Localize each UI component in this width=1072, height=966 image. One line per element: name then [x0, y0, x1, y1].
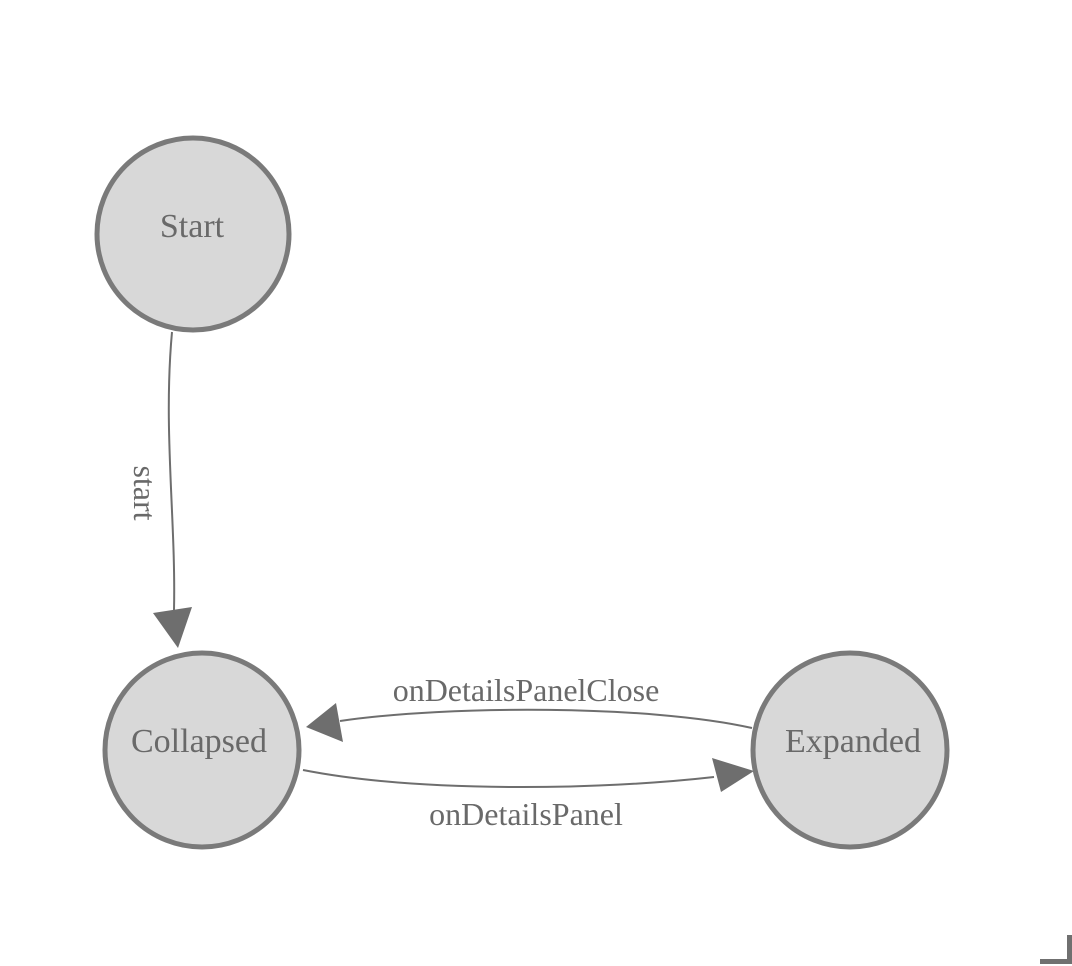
state-circle[interactable]: [750, 650, 950, 850]
edge-label-start: start: [127, 465, 163, 520]
state-circle[interactable]: [102, 650, 302, 850]
state-label: Collapsed: [131, 723, 267, 760]
state-label: Expanded: [785, 723, 921, 760]
edge-line: [339, 708, 753, 729]
arrowhead-right-icon: [712, 758, 754, 792]
state-node-expanded[interactable]: Expanded: [750, 650, 950, 850]
state-node-collapsed[interactable]: Collapsed: [102, 650, 302, 850]
arrowhead-left-icon: [306, 703, 343, 742]
resize-corner-horizontal-bar: [1040, 959, 1072, 964]
edge-expanded-to-collapsed: onDetailsPanelClose: [306, 672, 753, 742]
resize-corner-vertical-bar: [1067, 935, 1072, 964]
edge-collapsed-to-expanded: onDetailsPanel: [302, 758, 754, 832]
arrowhead-down-icon: [153, 607, 192, 648]
resize-corner-handle[interactable]: [1040, 935, 1072, 964]
edge-line: [167, 331, 176, 611]
state-label: Start: [160, 208, 225, 245]
state-node-start[interactable]: Start: [94, 135, 292, 333]
state-circle[interactable]: [94, 135, 292, 333]
edge-label-ondetailspanelclose: onDetailsPanelClose: [393, 672, 660, 708]
edge-label-ondetailspanel: onDetailsPanel: [429, 796, 623, 832]
edge-start-to-collapsed: start: [127, 331, 192, 648]
edge-line: [302, 769, 715, 789]
